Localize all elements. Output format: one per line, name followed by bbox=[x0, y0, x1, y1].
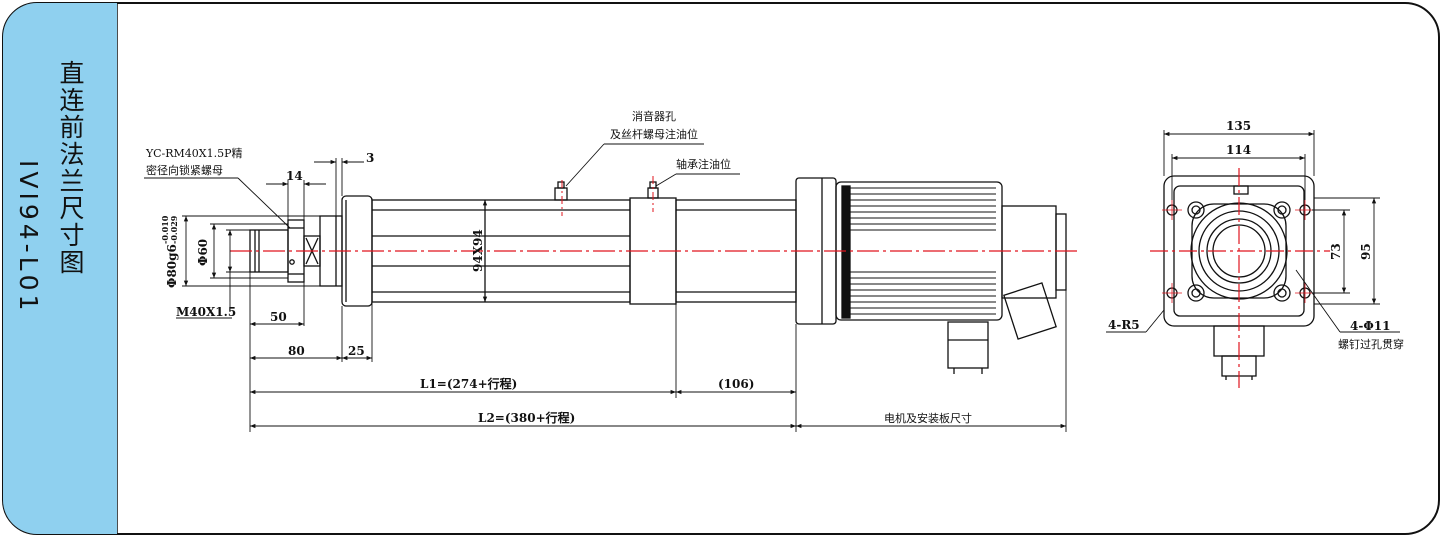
thread-note-line2: 密径向锁紧螺母 bbox=[146, 163, 223, 177]
dim-25: 25 bbox=[348, 344, 365, 358]
side-tab bbox=[3, 3, 117, 534]
dim-r5: 4-R5 bbox=[1108, 318, 1140, 332]
motor-encoder bbox=[1001, 205, 1057, 299]
dim-holes: 4-Φ11 bbox=[1350, 319, 1390, 333]
dim-95: 95 bbox=[1359, 243, 1373, 260]
dim-motor-plate: 电机及安装板尺寸 bbox=[884, 411, 972, 425]
side-view bbox=[249, 177, 1067, 374]
side-title: 直连前法兰尺寸图 bbox=[56, 60, 85, 276]
dim-thread: M40X1.5 bbox=[176, 305, 236, 319]
dim-50: 50 bbox=[270, 310, 287, 324]
muffler-note-line1: 消音器孔 bbox=[632, 109, 676, 123]
side-model-label: IVI94-L01 bbox=[14, 160, 43, 315]
dim-73: 73 bbox=[1329, 243, 1343, 260]
encoder-connector bbox=[1003, 282, 1057, 340]
tol-lower: -0.029 bbox=[169, 215, 179, 244]
holes-note: 螺钉过孔贯穿 bbox=[1338, 337, 1404, 351]
dim-114: 114 bbox=[1226, 143, 1251, 157]
dim-106: (106) bbox=[718, 377, 754, 391]
dim-135: 135 bbox=[1226, 119, 1251, 133]
power-connector bbox=[947, 321, 989, 369]
dim-80: 80 bbox=[288, 344, 305, 358]
muffler-note-line2: 及丝杆螺母注油位 bbox=[610, 127, 698, 141]
dim-14: 14 bbox=[286, 169, 303, 183]
dim-body: 94X94 bbox=[471, 229, 485, 272]
thread-note-line1: YC-RM40X1.5P精 bbox=[145, 147, 242, 160]
tol-upper: -0.010 bbox=[160, 215, 170, 244]
dim-phi80: Φ80g6 bbox=[165, 244, 179, 288]
bearing-note: 轴承注油位 bbox=[676, 157, 731, 171]
dim-phi60: Φ60 bbox=[196, 239, 210, 266]
dim-l1: L1=(274+行程) bbox=[420, 376, 517, 391]
dim-l2: L2=(380+行程) bbox=[478, 410, 575, 425]
dim-3: 3 bbox=[366, 151, 374, 165]
